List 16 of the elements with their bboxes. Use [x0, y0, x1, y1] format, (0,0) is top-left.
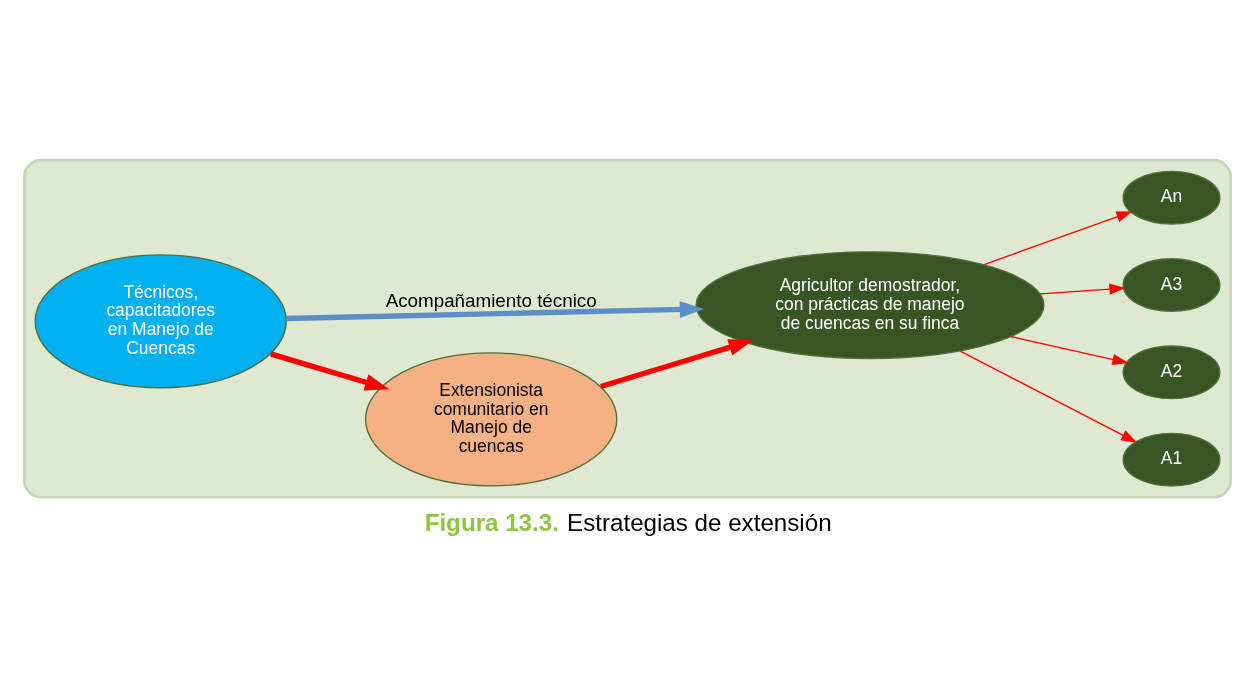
- node-ellipse: A2: [1122, 344, 1221, 399]
- arrow: [1010, 335, 1129, 365]
- node-ellipse: An: [1122, 170, 1221, 225]
- arrow: [959, 349, 1138, 443]
- edge-label: Acompañamiento técnico: [385, 289, 597, 311]
- node-ellipse: A1: [1122, 432, 1221, 487]
- arrow: [982, 210, 1133, 266]
- node-ellipse: Agricultor demostrador, con prácticas de manejo de cuencas en su finca: [695, 250, 1045, 359]
- node-ellipse: A3: [1122, 257, 1221, 312]
- cluster: [23, 158, 1232, 499]
- arrow: [286, 300, 705, 321]
- caption: Figura 13.3. Estrategias de extensión: [424, 508, 832, 536]
- arrow: [1039, 283, 1126, 295]
- node-ellipse: Técnicos, capacitadores en Manejo de Cuencas: [34, 253, 287, 388]
- arrow: [270, 350, 390, 390]
- arrow: [600, 338, 753, 389]
